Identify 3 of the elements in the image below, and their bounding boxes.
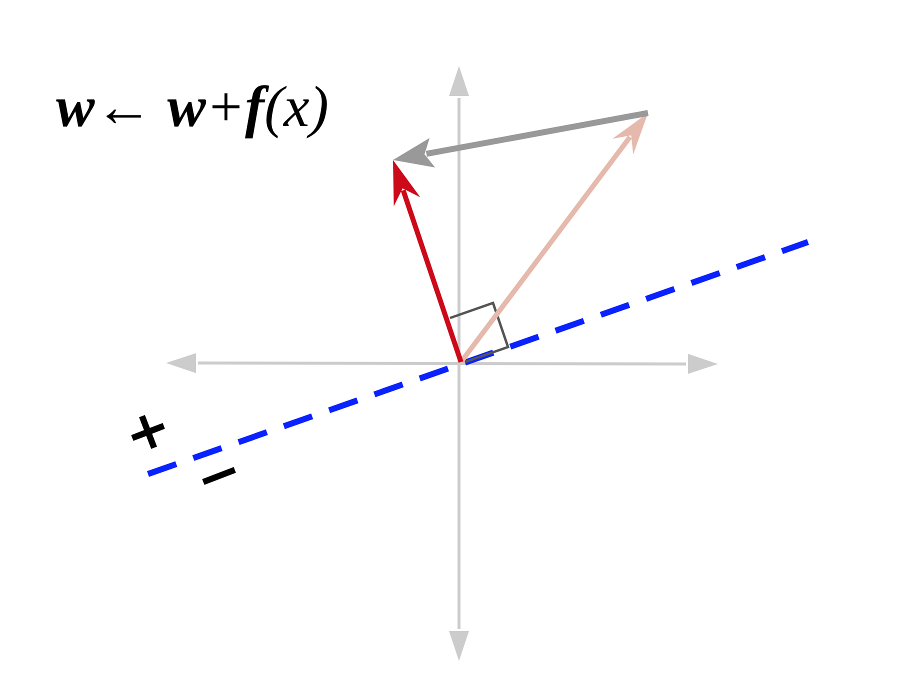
update-formula: w← w+f(x) <box>56 78 329 136</box>
plus-sign: + <box>116 398 178 464</box>
minus-sign: − <box>188 442 250 508</box>
